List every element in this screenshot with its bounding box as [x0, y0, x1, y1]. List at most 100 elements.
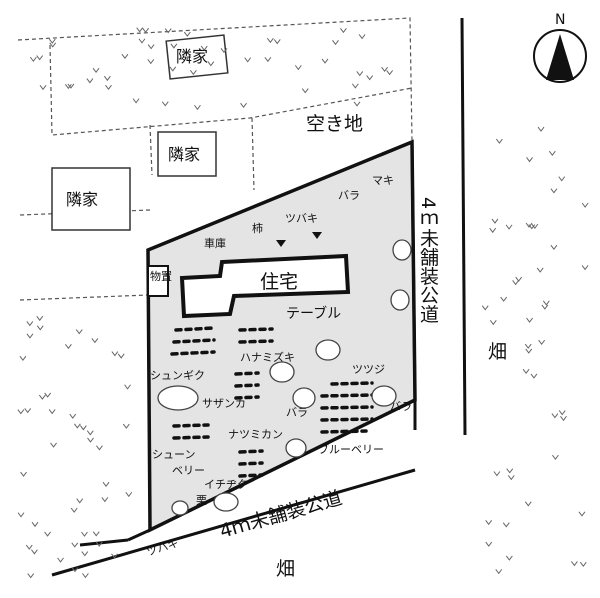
svg-text:物置: 物置 — [150, 269, 172, 283]
grass-mark — [92, 531, 100, 537]
grass-mark — [65, 344, 72, 350]
grass-mark — [50, 442, 57, 448]
grass-mark — [36, 55, 44, 61]
grass-mark — [244, 57, 252, 63]
grass-mark — [111, 553, 118, 559]
grass-mark — [579, 561, 587, 567]
grass-mark — [57, 557, 64, 563]
grass-mark — [48, 409, 56, 415]
grass-mark — [500, 296, 508, 302]
grass-mark — [71, 542, 79, 548]
grass-mark — [96, 445, 103, 451]
field-label-south: 畑 — [276, 558, 295, 580]
grass-mark — [522, 368, 530, 374]
grass-mark — [82, 573, 89, 579]
grass-mark — [485, 519, 493, 526]
grass-mark — [240, 102, 247, 109]
sasanqua-label: サザンカ — [202, 397, 246, 410]
grass-mark — [49, 42, 57, 48]
grass-mark — [86, 430, 94, 436]
blueberry-label: ブルーベリー — [318, 442, 384, 456]
grass-mark — [111, 351, 119, 357]
grass-mark — [26, 333, 34, 339]
grass-mark — [551, 413, 559, 419]
grass-mark — [381, 66, 389, 72]
grass-mark — [164, 28, 172, 34]
camellia-label: ツバキ — [285, 212, 318, 225]
grass-mark — [294, 65, 302, 71]
grass-mark — [515, 276, 523, 282]
grass-mark — [526, 317, 533, 323]
grass-mark — [91, 338, 99, 344]
neighbor-house-1: 隣家 — [165, 34, 229, 80]
grass-mark — [356, 71, 364, 77]
grass-mark — [122, 423, 130, 429]
grass-mark — [76, 498, 84, 504]
grass-mark — [79, 425, 87, 431]
grass-mark — [26, 321, 34, 327]
grass-mark — [507, 475, 515, 481]
juneberry-label-1: シューン — [152, 448, 195, 461]
juneberry-label-2: ベリー — [172, 464, 205, 477]
grass-mark — [200, 45, 208, 51]
grass-mark — [353, 101, 361, 107]
grass-mark — [20, 471, 27, 477]
grass-mark — [552, 454, 559, 460]
grass-mark — [301, 88, 309, 94]
grass-mark — [81, 551, 89, 557]
rose-label-3: バラ — [390, 400, 412, 413]
grass-mark — [495, 569, 503, 575]
grass-mark — [147, 44, 155, 50]
south-road — [51, 400, 417, 577]
grass-mark — [495, 138, 503, 144]
grass-mark — [266, 38, 274, 44]
grass-mark — [351, 83, 359, 89]
table-label: テーブル — [286, 305, 341, 322]
grass-mark — [536, 267, 544, 273]
east-road-label: 4ｍ未舗装公道 — [417, 197, 439, 323]
grass-mark — [264, 57, 272, 63]
dogwood-label: ハナミズキ — [240, 350, 295, 364]
grass-mark — [525, 348, 533, 354]
grass-mark — [64, 83, 72, 90]
grass-mark — [528, 224, 536, 230]
grass-mark — [524, 501, 532, 507]
east-road — [410, 17, 467, 436]
svg-text:隣家: 隣家 — [176, 47, 208, 66]
grass-mark — [103, 75, 111, 82]
grass-mark — [526, 157, 533, 163]
grass-mark — [24, 408, 32, 414]
grass-mark — [36, 325, 44, 331]
grass-mark — [550, 244, 558, 251]
grass-mark — [505, 224, 513, 230]
grass-mark — [489, 320, 497, 326]
entrance-arrows — [276, 232, 322, 247]
grass-mark — [491, 218, 499, 224]
grass-mark — [44, 531, 51, 537]
grass-mark — [558, 176, 566, 182]
grass-mark — [170, 43, 178, 49]
grass-mark — [273, 39, 281, 45]
persimmon-label: 柿 — [252, 221, 263, 235]
grass-mark — [102, 481, 110, 488]
azalea-label: ツツジ — [352, 363, 385, 376]
grass-mark — [86, 78, 94, 84]
grass-mark — [27, 573, 35, 579]
grass-mark — [550, 188, 558, 194]
grass-mark — [581, 202, 589, 208]
grass-mark — [220, 48, 228, 54]
svg-text:N: N — [555, 12, 565, 28]
grass-mark — [207, 61, 215, 67]
camellia-south-label: ツバキ — [145, 536, 180, 559]
rose-label: バラ — [338, 189, 360, 202]
grass-mark — [17, 409, 25, 415]
grass-mark — [161, 101, 169, 107]
grass-mark — [38, 394, 46, 400]
grass-mark — [537, 126, 545, 132]
grass-mark — [542, 300, 550, 306]
grass-mark — [95, 541, 103, 547]
south-road-label: 4ｍ未舗装公道 — [217, 487, 344, 543]
grass-mark — [81, 531, 88, 537]
grass-mark — [25, 544, 33, 550]
main-house: 住宅 — [179, 253, 351, 319]
